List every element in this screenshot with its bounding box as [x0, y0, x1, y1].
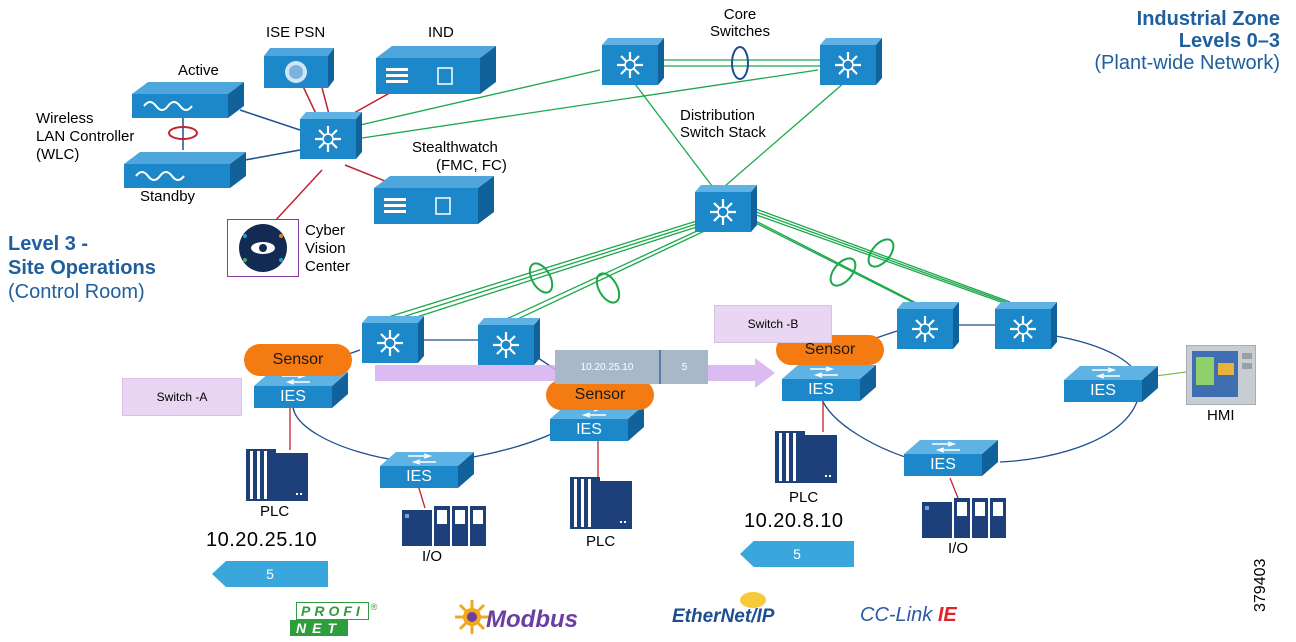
wlc-label-3: (WLC)	[36, 146, 80, 163]
distribution-label-1: Distribution	[680, 107, 756, 124]
wlc-links	[182, 109, 301, 161]
plc-1-label: PLC	[260, 503, 290, 520]
access-switch-3-icon	[895, 302, 961, 351]
level3-line2: Site Operations	[8, 257, 156, 279]
stealthwatch-label-1: Stealthwatch	[412, 139, 498, 156]
plc-3-label: PLC	[789, 489, 819, 506]
security-switch-icon	[298, 112, 364, 161]
profinet-logo: PROFI ® NET	[290, 602, 378, 638]
plc-3-icon	[775, 431, 837, 483]
zone-title-line3: (Plant-wide Network)	[1094, 52, 1280, 74]
plc-1-icon	[246, 449, 308, 501]
cyber-label-1: Cyber	[305, 222, 346, 239]
badge-right: 5	[740, 541, 854, 567]
link-bundles	[168, 46, 895, 304]
wlc-active-icon	[132, 82, 244, 118]
modbus-icon	[455, 600, 489, 634]
active-label: Active	[178, 62, 219, 79]
cclink-logo-ie: IE	[937, 604, 957, 626]
level3-title: Level 3 - Site Operations (Control Room)	[8, 232, 156, 304]
plc-2-label: PLC	[586, 533, 616, 550]
ethernetip-globe-icon	[740, 592, 766, 608]
core-switch-left-icon	[600, 38, 666, 87]
stealthwatch-label-2: (FMC, FC)	[436, 157, 507, 174]
flow-packet-ip: 10.20.25.10	[555, 350, 661, 384]
plc-2-icon	[570, 477, 632, 529]
level3-line3: (Control Room)	[8, 281, 145, 303]
stealthwatch-server-icon	[374, 176, 494, 224]
wlc-label-2: LAN Controller	[36, 128, 135, 145]
ise-psn-label: ISE PSN	[266, 24, 326, 41]
flow-packet-value: 5	[681, 361, 688, 373]
hmi-icon	[1186, 345, 1256, 405]
zone-title: Industrial Zone Levels 0–3 (Plant-wide N…	[1094, 8, 1280, 74]
cyber-label-3: Center	[305, 258, 351, 275]
switch-a-label: Switch -A	[122, 378, 242, 416]
sensor-badge-2: Sensor	[546, 380, 654, 410]
sensor-badge-1: Sensor	[244, 344, 352, 376]
ies-1-label: IES	[280, 388, 306, 405]
cclink-logo: CC-Link IE	[860, 604, 957, 627]
ies-5-label: IES	[1090, 382, 1116, 399]
device-drops	[289, 397, 959, 509]
access-switch-4-icon	[993, 302, 1059, 351]
core-label-1: Core	[723, 6, 757, 23]
ies-4-label: IES	[808, 381, 834, 398]
cyber-vision-eye-icon	[239, 224, 287, 272]
ise-psn-server-icon	[264, 48, 334, 88]
distribution-switch-icon	[693, 185, 759, 234]
switch-b-label: Switch -B	[714, 305, 832, 343]
hmi-label: HMI	[1207, 407, 1235, 424]
access-switch-1-icon	[360, 316, 426, 365]
ethernetip-logo: EtherNet/IP	[672, 606, 775, 627]
cyber-label-2: Vision	[305, 240, 346, 257]
cclink-logo-text: CC-Link	[860, 604, 933, 626]
wlc-standby-icon	[124, 152, 246, 188]
profinet-logo-bottom: NET	[290, 620, 348, 636]
flow-packet: 10.20.25.10 5	[555, 350, 708, 384]
plc-right-ip: 10.20.8.10	[744, 510, 844, 532]
io-1-icon	[402, 506, 486, 546]
io-1-label: I/O	[422, 548, 443, 565]
profinet-logo-top: PROFI	[296, 602, 369, 620]
modbus-logo: Modbus	[486, 606, 578, 633]
ies-3-label: IES	[406, 468, 432, 485]
io-2-icon	[922, 498, 1006, 538]
badge-left: 5	[212, 561, 328, 587]
profinet-registered: ®	[370, 602, 378, 612]
access-switch-2-icon	[476, 318, 542, 367]
ies-6-label: IES	[930, 456, 956, 473]
distribution-label-2: Switch Stack	[680, 124, 766, 141]
io-2-label: I/O	[948, 540, 969, 557]
standby-label: Standby	[140, 188, 196, 205]
cyber-vision-box	[227, 219, 299, 277]
wlc-label-1: Wireless	[36, 110, 94, 127]
figure-id: 379403	[1252, 558, 1269, 612]
plc-left-ip: 10.20.25.10	[206, 529, 318, 551]
core-switch-right-icon	[818, 38, 884, 87]
ind-label: IND	[428, 24, 454, 41]
level3-line1: Level 3 -	[8, 233, 89, 255]
ies-2-label: IES	[576, 421, 602, 438]
zone-title-line1: Industrial Zone	[1136, 8, 1280, 30]
ind-server-icon	[376, 46, 496, 94]
zone-title-line2: Levels 0–3	[1178, 30, 1280, 52]
core-label-2: Switches	[709, 23, 771, 40]
